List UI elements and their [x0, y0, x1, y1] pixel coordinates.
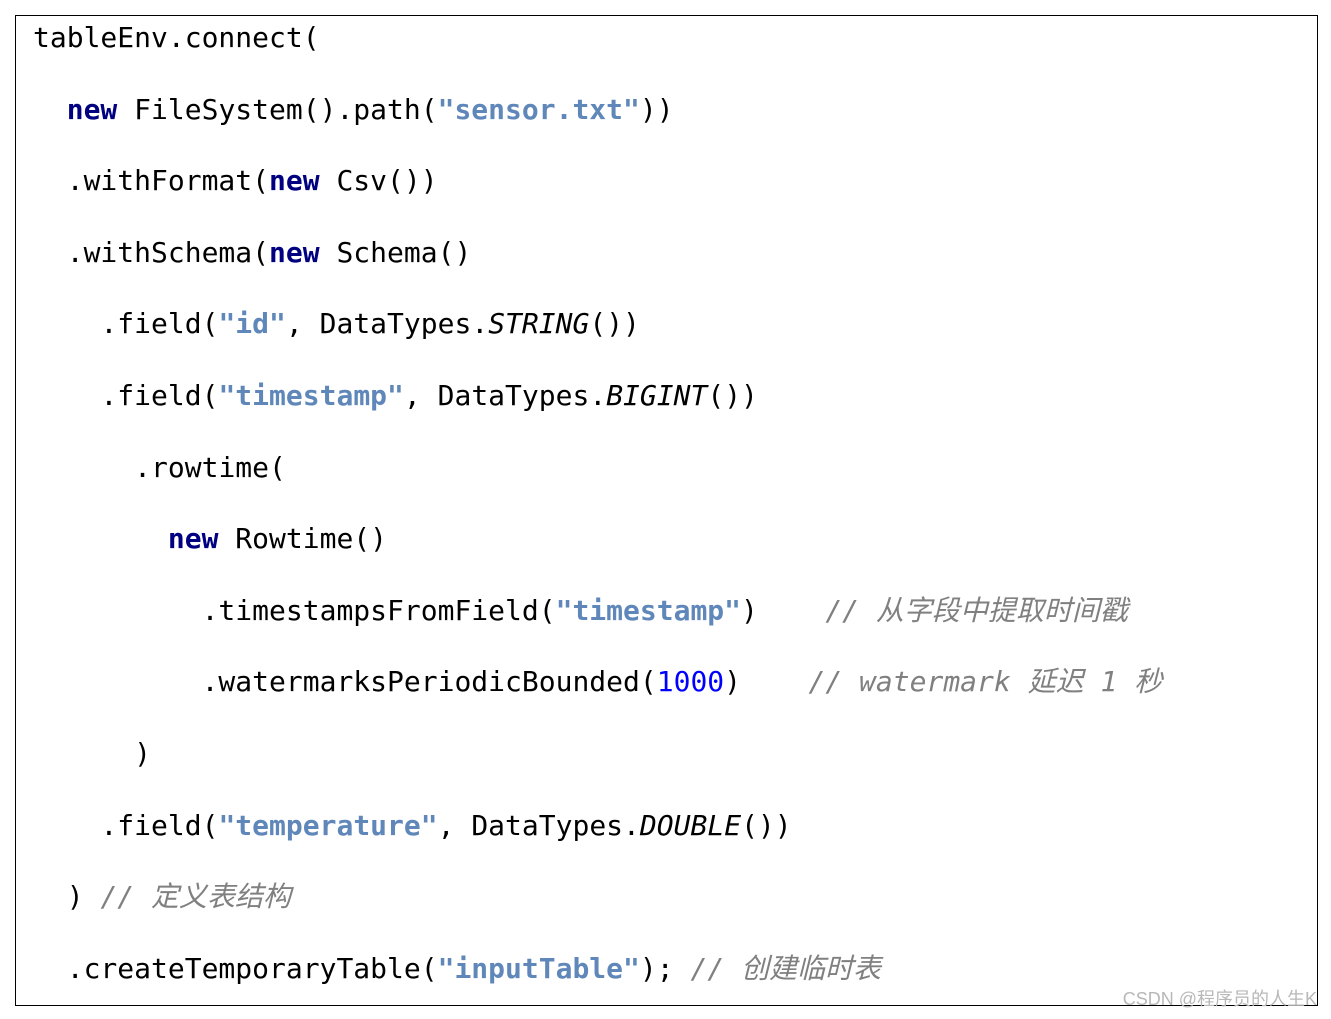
- code-text: .field(: [100, 307, 219, 341]
- line-indent: [33, 236, 67, 269]
- code-text: , DataTypes.: [437, 808, 640, 842]
- code-text: .createTemporaryTable(: [66, 951, 438, 985]
- code-text: .watermarksPeriodicBounded(: [201, 665, 657, 699]
- code-line: .field("timestamp", DataTypes.BIGINT()): [33, 360, 1162, 432]
- string-literal: "sensor.txt": [437, 92, 640, 126]
- line-indent: [33, 451, 134, 484]
- line-indent: [33, 737, 134, 770]
- string-literal: "temperature": [218, 808, 438, 842]
- code-text: FileSystem().path(: [117, 92, 438, 126]
- code-line: .createTemporaryTable("inputTable"); // …: [33, 933, 1162, 1005]
- code-text: ): [66, 880, 101, 914]
- code-text: ()): [707, 378, 758, 412]
- code-text: ): [724, 665, 809, 699]
- code-text: Rowtime(): [218, 522, 388, 556]
- code-text: .timestampsFromField(: [201, 593, 556, 627]
- keyword-token: new: [269, 164, 320, 198]
- code-line: .timestampsFromField("timestamp") // 从字段…: [33, 575, 1162, 647]
- code-text: )): [639, 92, 674, 126]
- code-text: , DataTypes.: [403, 378, 607, 412]
- code-text: , DataTypes.: [285, 307, 489, 341]
- static-method-token: BIGINT: [606, 378, 708, 412]
- string-literal: "id": [218, 307, 286, 341]
- static-method-token: DOUBLE: [639, 808, 742, 842]
- code-line: new Rowtime(): [33, 503, 1162, 575]
- line-indent: [33, 665, 202, 698]
- csdn-watermark: CSDN @程序员的人生K: [1122, 989, 1317, 1009]
- string-literal: "timestamp": [555, 593, 742, 627]
- line-indent: [33, 594, 202, 627]
- code-line: new FileSystem().path("sensor.txt")): [33, 74, 1162, 146]
- code-text: .field(: [100, 808, 219, 842]
- static-method-token: STRING: [488, 307, 590, 341]
- code-block: tableEnv.connect( new FileSystem().path(…: [33, 2, 1162, 1004]
- code-comment: // 从字段中提取时间戳: [825, 593, 1128, 627]
- line-indent: [33, 522, 168, 555]
- code-text: ): [741, 593, 826, 627]
- code-line: .withFormat(new Csv()): [33, 145, 1162, 217]
- code-text: Csv()): [319, 164, 438, 198]
- code-line: .rowtime(: [33, 432, 1162, 504]
- code-line: .field("temperature", DataTypes.DOUBLE()…: [33, 790, 1162, 862]
- code-text: ()): [589, 307, 640, 341]
- string-literal: "timestamp": [218, 378, 404, 412]
- line-indent: [33, 952, 67, 985]
- keyword-token: new: [66, 92, 118, 126]
- code-text: );: [639, 951, 691, 985]
- code-line: .field("id", DataTypes.STRING()): [33, 288, 1162, 360]
- code-text: ()): [741, 808, 792, 842]
- code-line: ): [33, 718, 1162, 790]
- line-indent: [33, 307, 100, 340]
- code-comment: // 定义表结构: [100, 880, 292, 914]
- line-indent: [33, 809, 100, 842]
- keyword-token: new: [167, 522, 219, 556]
- code-line: .withSchema(new Schema(): [33, 217, 1162, 289]
- code-comment: // 创建临时表: [690, 951, 882, 985]
- code-line: .watermarksPeriodicBounded(1000) // wate…: [33, 646, 1163, 718]
- line-indent: [33, 880, 67, 913]
- line-indent: [33, 93, 67, 126]
- code-line: tableEnv.connect(: [33, 2, 1162, 74]
- code-block-frame: [15, 15, 1318, 1006]
- string-literal: "inputTable": [437, 951, 640, 985]
- code-text: .withFormat(: [66, 164, 270, 198]
- code-text: Schema(): [319, 235, 472, 269]
- code-text: .rowtime(: [134, 450, 286, 484]
- code-comment: // watermark 延迟 1 秒: [808, 665, 1163, 699]
- code-text: .withSchema(: [66, 235, 270, 269]
- line-indent: [33, 379, 100, 412]
- code-text: tableEnv.connect(: [33, 21, 320, 54]
- code-text: .field(: [100, 378, 219, 412]
- code-text: ): [134, 736, 152, 770]
- keyword-token: new: [269, 235, 320, 269]
- number-literal: 1000: [656, 665, 725, 699]
- line-indent: [33, 164, 67, 197]
- code-line: ) // 定义表结构: [33, 861, 1162, 933]
